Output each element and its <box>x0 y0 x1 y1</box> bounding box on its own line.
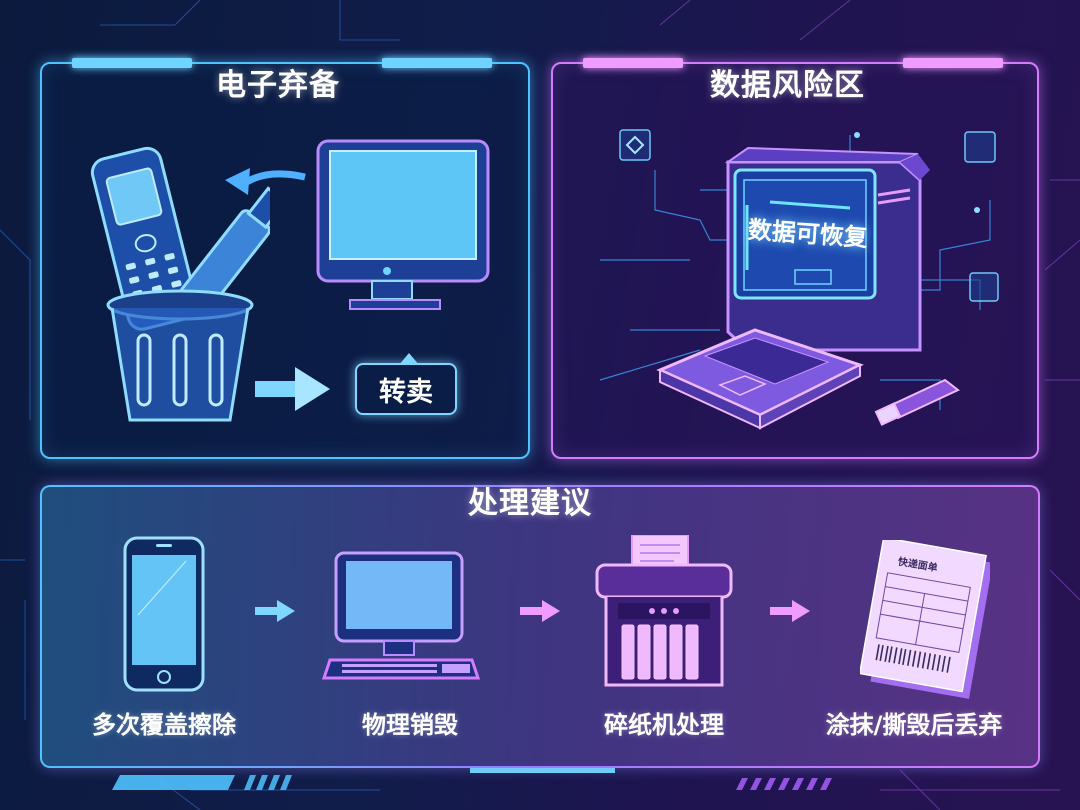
paper-shredder-icon <box>595 535 733 687</box>
e-waste-title: 电子弃备 <box>216 68 340 103</box>
data-risk-title: 数据风险区 <box>710 68 865 103</box>
title-accent-bar-right <box>903 58 1003 68</box>
step-label-overwrite: 多次覆盖擦除 <box>92 711 236 739</box>
resell-tag: 转卖 <box>355 353 457 415</box>
title-accent-bar-right <box>382 58 492 68</box>
curved-arrow-icon <box>225 168 306 195</box>
trash-bin-icon <box>90 146 270 422</box>
right-arrow-icon <box>255 367 330 411</box>
step-label-smear-tear: 涂抹/撕毁后丢弃 <box>825 711 1003 739</box>
advice-title: 处理建议 <box>468 486 592 521</box>
desktop-computer-icon <box>599 129 999 430</box>
right-arrow-icon <box>255 600 295 622</box>
feature-phone-icon <box>90 146 199 331</box>
title-accent-bar-left <box>583 58 683 68</box>
step-label-physical-destroy: 物理销毁 <box>362 711 458 739</box>
resell-tag-label: 转卖 <box>379 376 433 408</box>
circuit-node-icon <box>619 129 999 302</box>
shipping-label-icon: 快递面单 <box>860 540 990 700</box>
desktop-computer-icon <box>322 551 481 680</box>
keyboard-icon <box>656 328 864 430</box>
monitor-icon <box>316 139 490 310</box>
right-arrow-icon <box>770 600 810 622</box>
usb-drive-icon <box>874 378 960 426</box>
right-arrow-icon <box>520 600 560 622</box>
smartphone-icon <box>123 536 205 692</box>
title-accent-bar-left <box>72 58 192 68</box>
step-label-shredder: 碎纸机处理 <box>604 711 724 739</box>
